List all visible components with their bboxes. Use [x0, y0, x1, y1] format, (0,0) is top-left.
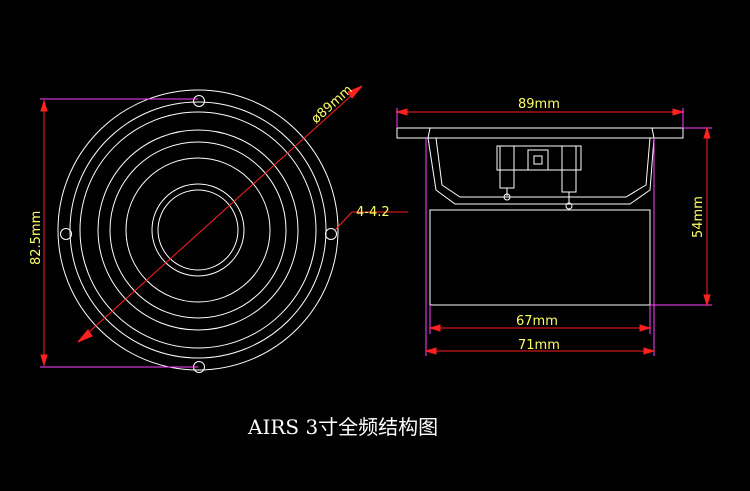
terminal-right: [561, 145, 577, 193]
magnet-width-dimension: [428, 324, 652, 332]
body-width-label: 71mm: [518, 338, 560, 353]
frame-inner-circle: [69, 101, 327, 359]
frame-outer-circle: [57, 89, 339, 371]
cone-mid-circle: [125, 157, 271, 303]
basket-outline: [427, 127, 655, 205]
diameter-label: ø89mm: [309, 82, 356, 126]
terminal-center-inner: [533, 155, 543, 165]
magnet-width-extension: [429, 305, 651, 334]
diagram-caption: AIRS 3寸全频结构图: [247, 415, 438, 439]
surround-outer-circle: [79, 111, 317, 349]
mounting-hole-top: [193, 95, 205, 107]
magnet-width-label: 67mm: [516, 314, 558, 329]
mounting-hole-left: [60, 228, 72, 240]
surround-inner-circle: [97, 129, 299, 331]
depth-dimension: [703, 126, 711, 307]
hole-callout-leader: [334, 211, 408, 231]
height-dimension-line: [40, 99, 48, 367]
depth-label: 54mm: [691, 196, 706, 238]
magnet-body: [429, 209, 651, 306]
frame-flange: [396, 127, 684, 139]
body-width-dimension: [424, 347, 656, 355]
height-dimension: [40, 98, 198, 368]
dust-cap-inner-circle: [157, 189, 239, 271]
body-width-extension: [425, 138, 655, 356]
top-width-label: 89mm: [518, 97, 560, 112]
dust-cap-outer-circle: [151, 183, 245, 277]
front-view: [57, 89, 339, 373]
top-width-dimension: [395, 108, 685, 116]
terminal-center: [527, 149, 549, 171]
cone-outer-circle: [109, 141, 287, 319]
height-label: 82.5mm: [29, 211, 44, 265]
side-view: [396, 127, 684, 306]
basket-inner: [435, 137, 651, 198]
top-width-extension: [396, 108, 684, 128]
hole-label: 4-4.2: [356, 205, 390, 220]
terminal-left: [499, 145, 515, 189]
mounting-hole-right: [325, 228, 337, 240]
diameter-dimension: [77, 85, 363, 343]
